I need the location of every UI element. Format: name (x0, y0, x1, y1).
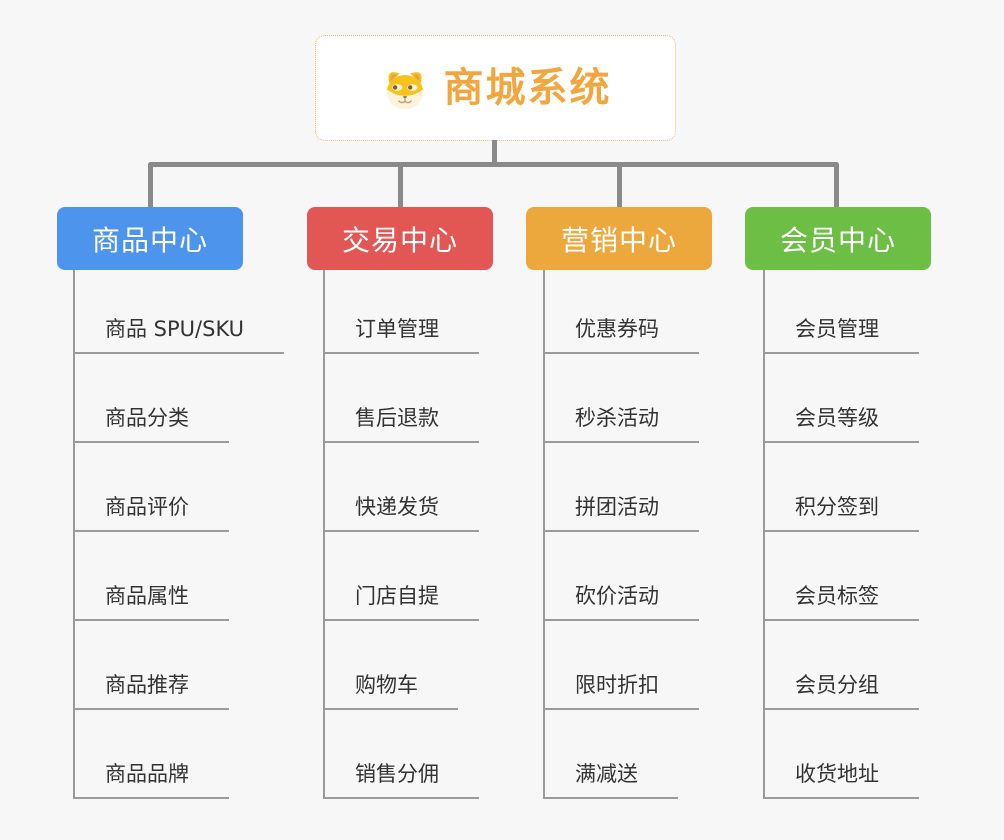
leaf-item[interactable]: 会员管理 (763, 315, 919, 354)
leaf-item[interactable]: 订单管理 (323, 315, 479, 354)
branch-node-3[interactable]: 营销中心 (526, 207, 712, 270)
branch-node-2[interactable]: 交易中心 (307, 207, 493, 270)
leaf-item[interactable]: 拼团活动 (543, 493, 699, 532)
leaf-item[interactable]: 收货地址 (763, 760, 919, 799)
leaf-item[interactable]: 快递发货 (323, 493, 479, 532)
leaf-item[interactable]: 优惠券码 (543, 315, 699, 354)
leaf-item[interactable]: 会员等级 (763, 404, 919, 443)
leaf-item[interactable]: 满减送 (543, 760, 678, 799)
leaf-item[interactable]: 销售分佣 (323, 760, 479, 799)
leaf-item[interactable]: 积分签到 (763, 493, 919, 532)
leaf-item[interactable]: 会员分组 (763, 671, 919, 710)
connector-horizontal-bar (148, 162, 839, 167)
leaf-item[interactable]: 秒杀活动 (543, 404, 699, 443)
connector-root-stem (492, 140, 497, 164)
leaf-item[interactable]: 砍价活动 (543, 582, 699, 621)
leaf-item[interactable]: 商品分类 (73, 404, 229, 443)
connector-stem-3 (617, 164, 622, 207)
leaf-column-2: 订单管理售后退款快递发货门店自提购物车销售分佣 (323, 270, 479, 799)
branch-node-1[interactable]: 商品中心 (57, 207, 243, 270)
branch-label: 会员中心 (779, 223, 896, 257)
branch-label: 商品中心 (91, 223, 208, 257)
leaf-item[interactable]: 限时折扣 (543, 671, 699, 710)
root-node[interactable]: 商城系统 (315, 35, 676, 141)
doge-icon (386, 72, 423, 110)
connector-stem-2 (398, 164, 403, 207)
leaf-item[interactable]: 商品品牌 (73, 760, 229, 799)
root-title: 商城系统 (443, 65, 612, 111)
leaf-item[interactable]: 商品 SPU/SKU (73, 315, 285, 354)
leaf-column-1: 商品 SPU/SKU 商品分类商品评价商品属性商品推荐商品品牌 (73, 270, 285, 799)
connector-stem-1 (148, 164, 153, 207)
leaf-item[interactable]: 商品评价 (73, 493, 229, 532)
leaf-item[interactable]: 门店自提 (323, 582, 479, 621)
branch-node-4[interactable]: 会员中心 (745, 207, 931, 270)
leaf-item[interactable]: 商品推荐 (73, 671, 229, 710)
branch-label: 交易中心 (341, 223, 458, 257)
leaf-column-4: 会员管理会员等级积分签到会员标签会员分组收货地址 (763, 270, 919, 799)
leaf-item[interactable]: 购物车 (323, 671, 458, 710)
branch-label: 营销中心 (560, 223, 677, 257)
connector-stem-4 (834, 164, 839, 207)
leaf-item[interactable]: 售后退款 (323, 404, 479, 443)
leaf-column-3: 优惠券码秒杀活动拼团活动砍价活动限时折扣满减送 (543, 270, 699, 799)
leaf-item[interactable]: 会员标签 (763, 582, 919, 621)
leaf-item[interactable]: 商品属性 (73, 582, 229, 621)
